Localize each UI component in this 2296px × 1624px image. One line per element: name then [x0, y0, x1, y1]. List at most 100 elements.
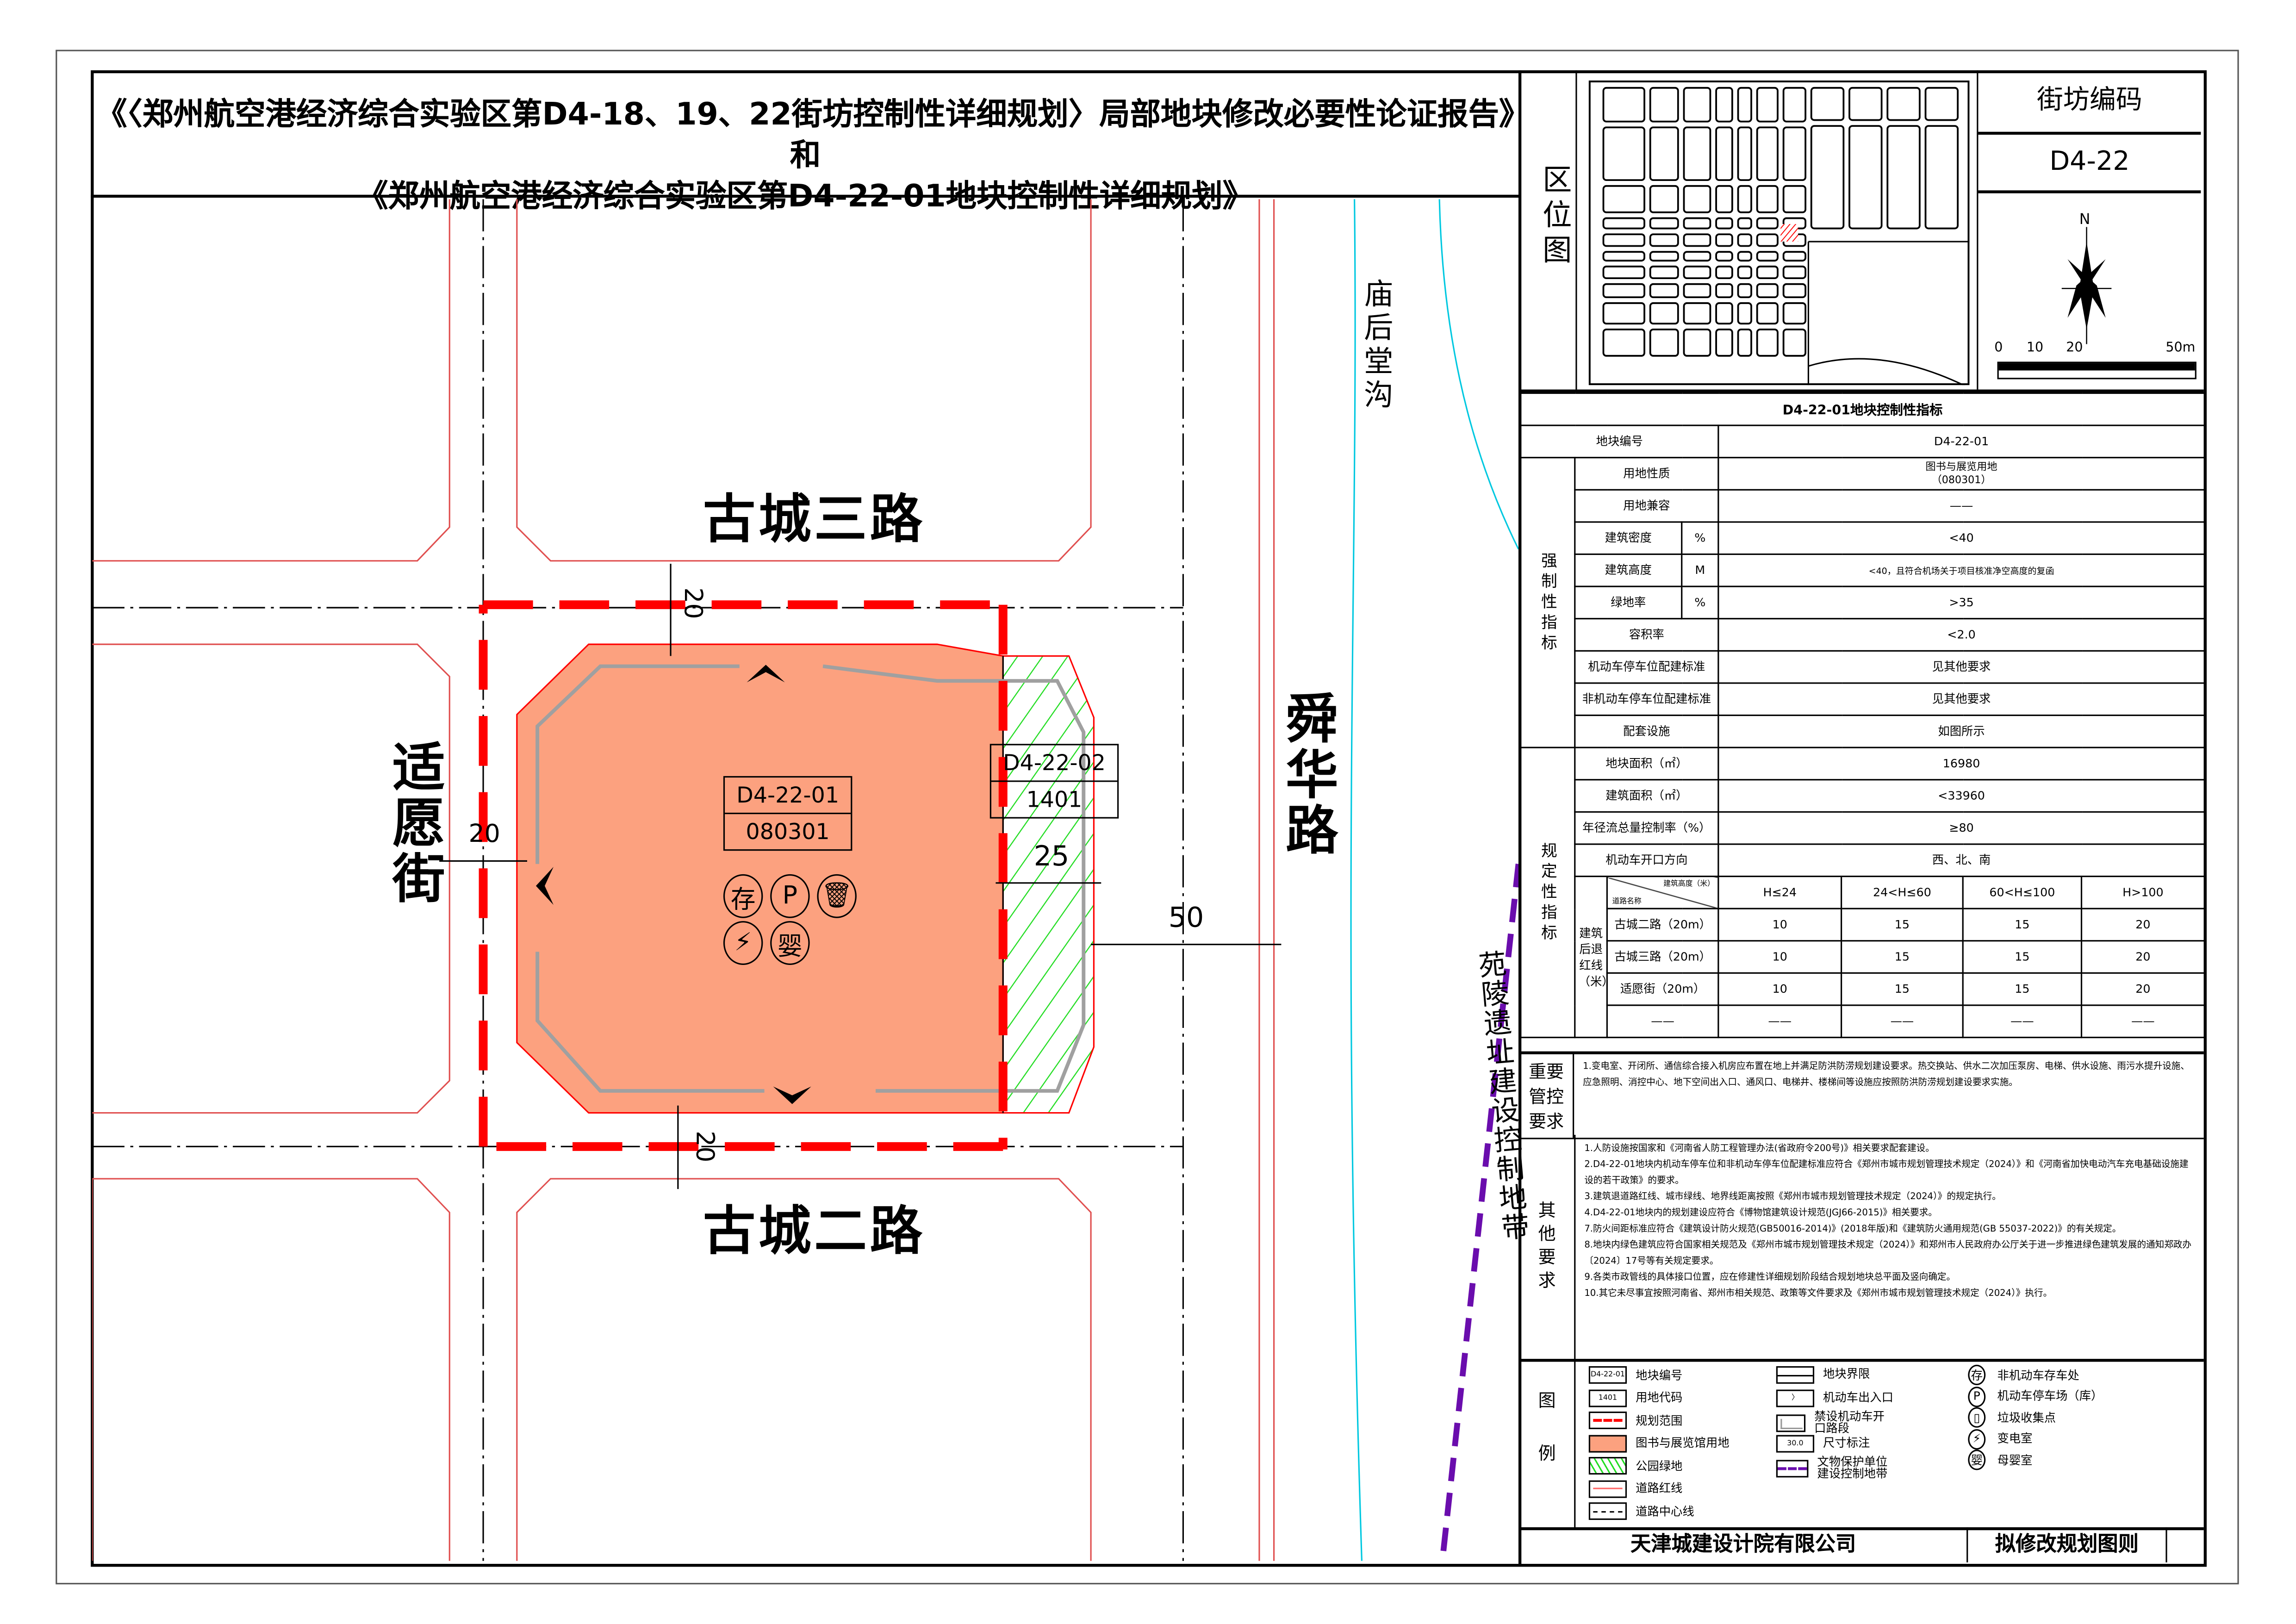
parcel-tag-green[interactable]: D4-22-02 1401 — [989, 744, 1119, 819]
parcel-tag-main[interactable]: D4-22-01 080301 — [723, 776, 852, 851]
legend-road-center-line-icon — [1588, 1502, 1627, 1520]
indicator-name: 建筑高度 — [1574, 553, 1683, 587]
scale-10: 10 — [2026, 341, 2044, 356]
indicator-value: 见其他要求 — [1717, 682, 2205, 716]
sheet-title: 《〈郑州航空港经济综合实验区第D4-18、19、22街坊控制性详细规划〉局部地块… — [91, 73, 1520, 214]
road-header: 道路名称 — [1612, 897, 1642, 907]
substation-icon: ⚡ — [723, 921, 763, 965]
legend-text: 母婴室 — [1997, 1453, 2033, 1467]
indicator-name: 绿地率 — [1574, 585, 1683, 620]
company-name: 天津城建设计院有限公司 — [1520, 1527, 1968, 1562]
legend-label: 图例 — [1520, 1359, 1576, 1527]
location-minimap — [1588, 81, 1970, 386]
dimension-lines — [439, 564, 1282, 1189]
indicator-value: 见其他要求 — [1717, 650, 2205, 684]
requirement-item: 9.各类市政管线的具体接口位置，应在修建性详细规划阶段结合规划地块总平面及竖向确… — [1584, 1272, 1956, 1283]
legend-plan-boundary-icon — [1588, 1411, 1627, 1429]
indicator-unit: % — [1681, 585, 1719, 620]
dim-west: 20 — [468, 820, 500, 850]
legend-item: 规划范围 — [1588, 1411, 1682, 1429]
legend-text: 道路中心线 — [1636, 1504, 1694, 1518]
trash-collection-icon: 🗑 — [817, 874, 857, 918]
site-marker — [1780, 224, 1798, 242]
setback-value: —— — [1717, 1004, 1842, 1039]
requirement-item: 4.D4-22-01地块内的规划建设应符合《博物馆建筑设计规范(JGJ66-20… — [1584, 1208, 1937, 1219]
title-block: 天津城建设计院有限公司 拟修改规划图则 — [1520, 1527, 2204, 1562]
legend-item: ▯垃圾收集点 — [1968, 1407, 2056, 1428]
indicator-value: ≥80 — [1717, 811, 2205, 845]
indicator-name: 配套设施 — [1574, 714, 1719, 748]
indicator-value: <40 — [1717, 521, 2205, 555]
requirement-item: 8.地块内绿色建筑应符合国家相关规范及《郑州市城市规划管理技术规定（2024）》… — [1584, 1240, 2191, 1267]
north-arrow-icon — [2061, 227, 2112, 344]
setback-value: 10 — [1717, 940, 1842, 974]
indicator-value: 16980 — [1717, 747, 2205, 781]
indicator-name: 容积率 — [1574, 618, 1719, 652]
block-code: D4-22 — [1978, 135, 2201, 193]
land-code: 1401 — [1026, 786, 1083, 813]
legend-dim-sample: 30.0 — [1787, 1438, 1804, 1448]
key-controls-label: 重要管控要求 — [1520, 1054, 1574, 1138]
requirement-item: 7.防火间距标准应符合《建筑设计防火规范(GB50016-2014)》(2018… — [1584, 1224, 2122, 1235]
legend-text: 文物保护单位建设控制地带 — [1817, 1455, 1888, 1481]
legend-item: 文物保护单位建设控制地带 — [1776, 1455, 1893, 1481]
heritage-boundary — [1439, 864, 1518, 1561]
setback-value: 20 — [2080, 940, 2205, 974]
trash-collection-icon: ▯ — [1968, 1407, 1986, 1428]
setback-value: 10 — [1717, 908, 1842, 942]
indicator-name: 机动车停车位配建标准 — [1574, 650, 1719, 684]
requirement-item: 10.其它未尽事宜按照河南省、郑州市相关规范、政策等文件要求及《郑州市城市规划管… — [1584, 1288, 2053, 1299]
road-label-west: 适愿街 — [383, 739, 444, 907]
scale-50: 50m — [2165, 341, 2196, 356]
indicator-name: 用地兼容 — [1574, 489, 1719, 523]
road-label-north: 古城三路 — [703, 490, 926, 551]
dim-east: 50 — [1168, 902, 1204, 934]
land-code: 080301 — [746, 818, 830, 845]
setback-label: 建筑后退红线（米） — [1574, 876, 1608, 1039]
setback-road: 古城二路（20m） — [1606, 908, 1719, 942]
setback-value: 15 — [1841, 908, 1964, 942]
setback-column-header: 24<H≤60 — [1841, 876, 1964, 909]
title-line-1: 《〈郑州航空港经济综合实验区第D4-18、19、22街坊控制性详细规划〉局部地块… — [96, 96, 1515, 173]
legend-dimension-icon: 30.0 — [1776, 1434, 1815, 1452]
other-requirements-section: 其他要求 1.人防设施按国家和《河南省人防工程管理办法(省政府令200号)》相关… — [1520, 1135, 2204, 1362]
legend-item: 存非机动车存车处 — [1968, 1364, 2079, 1386]
indicator-value: >35 — [1717, 585, 2205, 620]
table-title: D4-22-01地块控制性指标 — [1520, 392, 2205, 426]
green-parcel — [1002, 655, 1095, 1114]
indicator-value: 如图所示 — [1717, 714, 2205, 748]
dim-green: 25 — [1033, 840, 1070, 873]
indicator-unit: M — [1681, 553, 1719, 587]
scale-20: 20 — [2066, 341, 2083, 356]
nursing-room-icon: 婴 — [1968, 1450, 1986, 1470]
indicator-value: <2.0 — [1717, 618, 2205, 652]
setback-value: —— — [1962, 1004, 2083, 1039]
setback-road: 适愿街（20m） — [1606, 972, 1719, 1006]
setback-column-header: H>100 — [2080, 876, 2205, 909]
road-label-east: 舜华路 — [1276, 691, 1337, 859]
legend-text: 机动车出入口 — [1823, 1390, 1893, 1404]
indicator-name: 建筑密度 — [1574, 521, 1683, 555]
bike-parking-icon: 存 — [723, 874, 763, 918]
legend-heritage-zone-icon — [1776, 1460, 1809, 1478]
scale-0: 0 — [1994, 341, 2003, 356]
legend-text: 尺寸标注 — [1823, 1436, 1870, 1449]
indicator-name: 非机动车停车位配建标准 — [1574, 682, 1719, 716]
dim-north: 20 — [678, 587, 707, 619]
legend-item: 道路红线 — [1588, 1480, 1682, 1498]
legend-text: 地块编号 — [1636, 1368, 1683, 1382]
legend-text: 地块界限 — [1823, 1368, 1870, 1381]
legend-vehicle-entrance-icon: 〉 — [1776, 1388, 1815, 1406]
location-map-label: 区位图 — [1537, 164, 1573, 270]
indicator-value: <33960 — [1717, 779, 2205, 813]
dim-south: 20 — [689, 1131, 719, 1163]
bike-parking-icon: 存 — [1968, 1364, 1986, 1386]
legend-parcel-boundary-icon — [1776, 1366, 1815, 1384]
outer-border — [56, 50, 2239, 1585]
legend-no-opening-icon — [1776, 1414, 1806, 1432]
